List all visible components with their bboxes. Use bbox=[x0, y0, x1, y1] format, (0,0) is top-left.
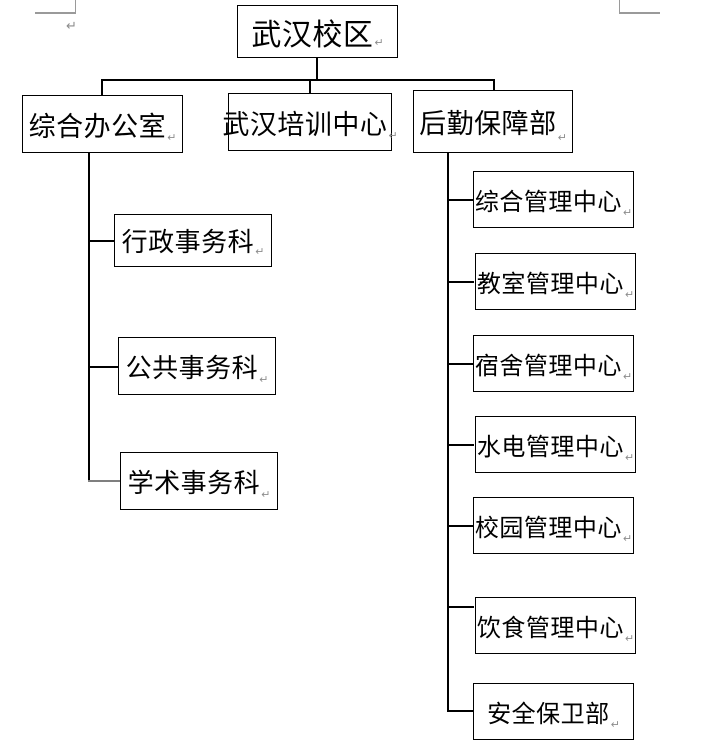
org-node-label: 学术事务科 bbox=[127, 468, 261, 499]
org-node-general-management-center[interactable]: 综合管理中心 ↵ bbox=[473, 171, 634, 228]
org-node-label: 综合办公室 bbox=[28, 111, 167, 143]
org-node-security-department[interactable]: 安全保卫部 ↵ bbox=[473, 683, 634, 740]
org-node-label: 宿舍管理中心 bbox=[474, 352, 622, 380]
paragraph-mark: ↵ bbox=[622, 370, 633, 383]
paragraph-mark: ↵ bbox=[255, 245, 265, 258]
org-node-administrative-affairs-section[interactable]: 行政事务科 ↵ bbox=[114, 214, 272, 267]
connector-left-stub-1 bbox=[88, 240, 115, 242]
paragraph-mark: ↵ bbox=[624, 451, 635, 464]
paragraph-mark: ↵ bbox=[622, 206, 633, 219]
org-node-label: 公共事务科 bbox=[125, 353, 259, 384]
paragraph-mark: ↵ bbox=[261, 488, 271, 501]
paragraph-mark: ↵ bbox=[622, 532, 633, 545]
connector-right-stub-6 bbox=[447, 606, 474, 608]
org-node-label: 后勤保障部 bbox=[419, 109, 557, 140]
org-node-label: 行政事务科 bbox=[121, 228, 255, 258]
org-node-root[interactable]: 武汉校区 ↵ bbox=[237, 5, 398, 58]
org-node-label: 安全保卫部 bbox=[487, 700, 610, 728]
paragraph-mark: ↵ bbox=[624, 632, 635, 645]
org-node-root-label: 武汉校区 bbox=[251, 17, 374, 53]
org-node-label: 校园管理中心 bbox=[474, 514, 622, 542]
org-node-catering-management-center[interactable]: 饮食管理中心 ↵ bbox=[475, 597, 636, 654]
org-node-utilities-management-center[interactable]: 水电管理中心 ↵ bbox=[475, 416, 636, 473]
connector-right-stub-5 bbox=[447, 525, 474, 527]
paragraph-mark: ↵ bbox=[259, 373, 269, 386]
connector-right-stub-3 bbox=[447, 363, 474, 365]
org-node-label: 综合管理中心 bbox=[474, 188, 622, 216]
org-node-academic-affairs-section[interactable]: 学术事务科 ↵ bbox=[120, 452, 278, 510]
paragraph-mark: ↵ bbox=[624, 288, 635, 301]
org-node-campus-management-center[interactable]: 校园管理中心 ↵ bbox=[473, 497, 634, 554]
connector-left-trunk bbox=[88, 152, 90, 481]
org-node-wuhan-training-center[interactable]: 武汉培训中心 ↵ bbox=[222, 93, 398, 151]
page-margin-mark-top-right bbox=[619, 0, 660, 14]
page-margin-mark-top-left bbox=[35, 0, 76, 14]
paragraph-mark: ↵ bbox=[388, 129, 398, 142]
paragraph-mark: ↵ bbox=[610, 718, 620, 731]
connector-level2-bar bbox=[101, 79, 494, 81]
connector-right-stub-2 bbox=[447, 281, 474, 283]
connector-right-stub-4 bbox=[447, 444, 474, 446]
connector-left-stub-2 bbox=[88, 366, 119, 368]
paragraph-mark: ↵ bbox=[167, 131, 177, 144]
connector-root-drop bbox=[316, 58, 318, 80]
paragraph-mark: ↵ bbox=[557, 131, 567, 144]
org-node-label: 水电管理中心 bbox=[476, 433, 624, 461]
org-node-classroom-management-center[interactable]: 教室管理中心 ↵ bbox=[475, 253, 636, 310]
connector-level2-drop-middle bbox=[309, 79, 311, 96]
org-node-logistics-support-department[interactable]: 后勤保障部 ↵ bbox=[413, 90, 573, 153]
paragraph-mark: ↵ bbox=[374, 36, 384, 49]
connector-level2-drop-right bbox=[493, 79, 495, 96]
connector-right-stub-1 bbox=[447, 199, 474, 201]
org-node-comprehensive-office[interactable]: 综合办公室 ↵ bbox=[22, 95, 183, 153]
connector-left-stub-3 bbox=[88, 480, 121, 482]
org-node-dormitory-management-center[interactable]: 宿舍管理中心 ↵ bbox=[473, 335, 634, 392]
org-node-label: 教室管理中心 bbox=[476, 270, 624, 298]
connector-right-stub-7 bbox=[447, 710, 474, 712]
org-node-label: 饮食管理中心 bbox=[476, 614, 624, 642]
page-pilcrow-mark: ↵ bbox=[66, 19, 77, 34]
connector-level2-drop-left bbox=[101, 79, 103, 96]
connector-right-trunk bbox=[447, 152, 449, 711]
org-node-label: 武汉培训中心 bbox=[222, 109, 388, 141]
org-node-public-affairs-section[interactable]: 公共事务科 ↵ bbox=[118, 337, 276, 395]
